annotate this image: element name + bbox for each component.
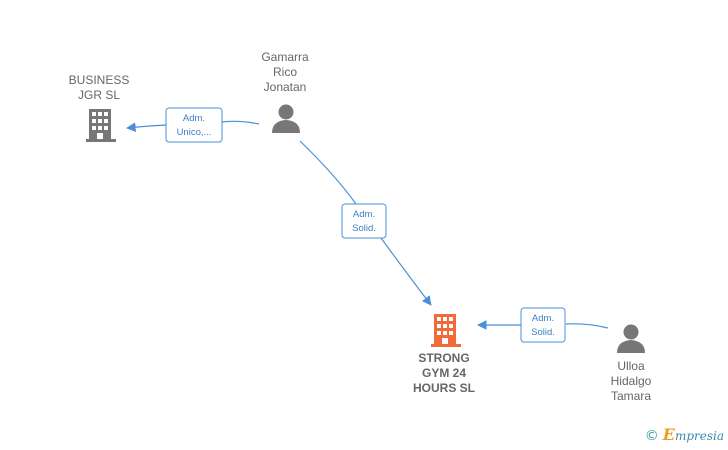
edge-line [565, 323, 609, 329]
edge-gamarra-to-business [127, 121, 260, 128]
badge-line-1: Adm. [183, 113, 205, 124]
node-label-line: HOURS SL [413, 381, 475, 395]
badge-line-2: Solid. [352, 223, 376, 234]
node-label-line: Ulloa [617, 359, 645, 373]
role-badge-adm-solid-gamarra[interactable]: Adm. Solid. [341, 203, 387, 239]
role-badge-adm-solid-ulloa[interactable]: Adm. Solid. [520, 307, 566, 343]
person-node-gamarra[interactable]: Gamarra Rico Jonatan [261, 50, 309, 133]
edge-line [299, 140, 357, 205]
node-label-line: STRONG [418, 351, 469, 365]
person-icon [272, 104, 300, 133]
edge-gamarra-to-strong [299, 140, 432, 306]
node-label-line: Jonatan [264, 80, 307, 94]
building-icon [86, 109, 116, 142]
brand-initial: E [662, 425, 675, 444]
node-label-line: GYM 24 [422, 366, 466, 380]
node-label-line: JGR SL [78, 88, 120, 102]
node-label-line: BUSINESS [69, 73, 130, 87]
edge-ulloa-to-strong [477, 320, 609, 330]
person-node-ulloa[interactable]: Ulloa Hidalgo Tamara [611, 324, 652, 404]
edge-line [380, 237, 432, 306]
company-node-business-jgr[interactable]: BUSINESS JGR SL [69, 73, 130, 142]
edge-line [127, 121, 260, 128]
badge-line-2: Solid. [531, 327, 555, 338]
role-badge-adm-unico[interactable]: Adm. Unico,... [165, 107, 223, 143]
empresia-watermark: © E mpresia [645, 425, 724, 444]
node-label-line: Hidalgo [611, 374, 652, 388]
node-label-line: Tamara [611, 389, 651, 403]
company-node-strong-gym[interactable]: STRONG GYM 24 HOURS SL [413, 314, 475, 395]
badge-line-1: Adm. [532, 313, 554, 324]
node-label-line: Rico [273, 65, 297, 79]
brand-name: mpresia [674, 429, 724, 443]
badge-line-2: Unico,... [177, 127, 212, 138]
node-label-line: Gamarra [261, 50, 309, 64]
copyright-symbol: © [644, 428, 659, 444]
building-icon [431, 314, 461, 347]
person-icon [617, 324, 645, 353]
badge-line-1: Adm. [353, 209, 375, 220]
